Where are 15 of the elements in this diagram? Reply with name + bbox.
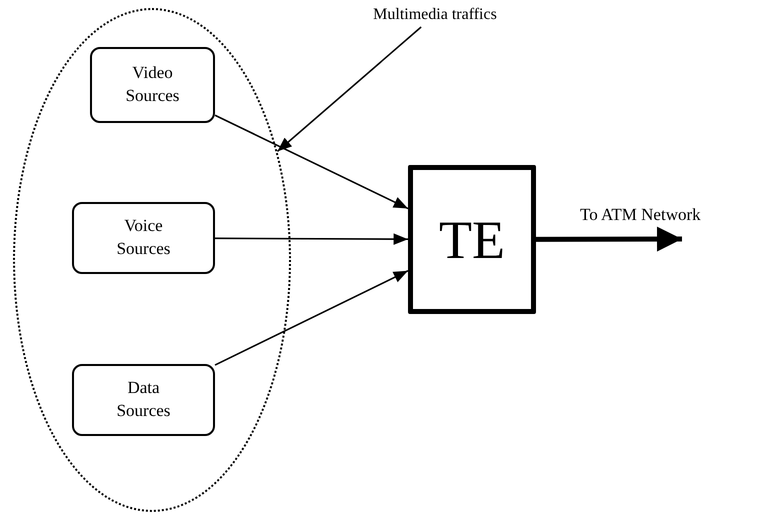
source-box bbox=[90, 47, 215, 123]
arrow bbox=[214, 114, 408, 210]
node-label: Voice Sources bbox=[116, 215, 172, 260]
source-box bbox=[72, 202, 215, 274]
node-label: Data Sources bbox=[116, 377, 172, 422]
source-box bbox=[72, 364, 215, 436]
dotted-ellipse bbox=[13, 8, 291, 512]
arrow bbox=[214, 270, 408, 366]
arrow bbox=[215, 233, 408, 245]
arrow bbox=[536, 226, 682, 252]
terminal-box bbox=[408, 165, 536, 314]
annotation-text: Multimedia traffics bbox=[360, 3, 510, 27]
box-label: TE bbox=[439, 208, 505, 270]
arrow bbox=[276, 26, 422, 152]
node-label: Video Sources bbox=[124, 62, 180, 107]
